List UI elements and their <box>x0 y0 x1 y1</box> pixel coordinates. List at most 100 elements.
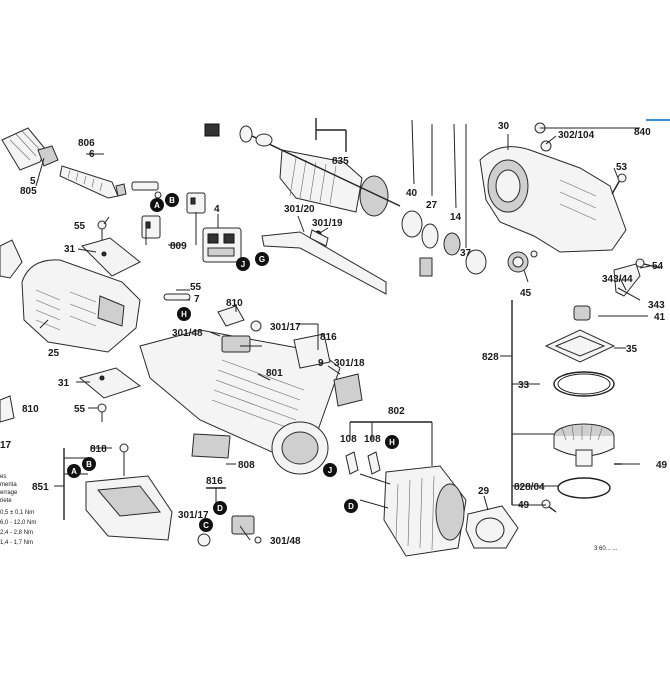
torque-notes: es menta errage riete 0,5 ± 0,1 Nm 6,0 -… <box>0 474 36 546</box>
svg-text:1,4 - 1,7 Nm: 1,4 - 1,7 Nm <box>0 540 33 546</box>
label-802: 802 <box>388 406 405 417</box>
badge-a-lower: A <box>67 464 81 478</box>
label-49-lower: 49 <box>518 500 530 511</box>
part-screw-53 <box>611 173 627 195</box>
part-handle-base-851 <box>85 443 173 541</box>
label-806: 806 <box>78 138 95 149</box>
label-7: 7 <box>194 294 200 305</box>
label-33: 33 <box>518 380 530 391</box>
part-label-plate-808 <box>191 433 231 459</box>
part-side-module-810-left <box>0 395 15 423</box>
label-809: 809 <box>170 241 187 252</box>
leader-lines <box>35 118 651 541</box>
badge-g: G <box>255 252 269 266</box>
label-301-17-lower: 301/17 <box>178 510 209 521</box>
label-302-104: 302/104 <box>558 130 595 141</box>
label-301-17-upper: 301/17 <box>270 322 301 333</box>
label-37: 37 <box>460 248 472 259</box>
label-301-19: 301/19 <box>312 218 343 229</box>
label-108-b: 108 <box>364 434 381 445</box>
label-45: 45 <box>520 288 532 299</box>
svg-text:0,5 ± 0,1 Nm: 0,5 ± 0,1 Nm <box>0 510 34 516</box>
part-motor-housing-25 <box>21 259 141 353</box>
part-air-guide-29 <box>465 505 519 549</box>
svg-text:C: C <box>203 521 209 530</box>
label-55-lower: 55 <box>74 404 86 415</box>
part-cover-plate-31-lower <box>78 367 142 399</box>
part-pinion-45 <box>507 250 538 273</box>
label-27: 27 <box>426 200 438 211</box>
label-6: 6 <box>89 149 95 160</box>
svg-text:B: B <box>169 196 175 205</box>
part-brush-holder-816-upper <box>217 305 262 353</box>
label-816-lower: 816 <box>206 476 223 487</box>
label-828-04: 828/04 <box>514 482 545 493</box>
label-851: 851 <box>32 482 49 493</box>
label-49-right: 49 <box>656 460 668 471</box>
label-301-20: 301/20 <box>284 204 315 215</box>
part-seal-9 <box>293 333 331 369</box>
svg-text:H: H <box>389 438 395 447</box>
label-840: 840 <box>634 127 651 138</box>
svg-text:errage: errage <box>0 490 18 496</box>
part-terminals-108 <box>345 451 381 475</box>
svg-text:menta: menta <box>0 482 17 488</box>
part-brush-bar-301-20 <box>261 229 387 295</box>
svg-text:riete: riete <box>0 498 12 504</box>
svg-text:D: D <box>348 502 354 511</box>
part-armature-835 <box>204 123 401 217</box>
part-screw-55-lower <box>97 403 107 422</box>
svg-text:G: G <box>259 255 265 264</box>
svg-text:B: B <box>86 460 92 469</box>
part-oring-33 <box>553 371 615 397</box>
label-301-48-lower: 301/48 <box>270 536 301 547</box>
label-828: 828 <box>482 352 499 363</box>
part-cable-clamp <box>131 181 162 199</box>
label-17: 17 <box>0 440 12 451</box>
badge-a-upper: A <box>150 198 164 212</box>
part-oring-828-04 <box>557 477 611 499</box>
label-30: 30 <box>498 121 510 132</box>
badge-c: C <box>199 518 213 532</box>
part-flange-35 <box>544 329 616 363</box>
svg-text:A: A <box>71 467 77 476</box>
part-screw-49 <box>541 499 557 513</box>
label-31-lower: 31 <box>58 378 70 389</box>
label-25: 25 <box>48 348 60 359</box>
label-40: 40 <box>406 188 418 199</box>
part-gear-housing-840 <box>479 122 627 253</box>
label-5: 5 <box>30 176 36 187</box>
part-cover-plate-31-upper <box>81 237 141 277</box>
label-816-upper: 816 <box>320 332 337 343</box>
footer-code: 3 60... ... <box>594 546 618 552</box>
part-clip-7 <box>163 293 191 301</box>
label-4: 4 <box>214 204 220 215</box>
part-switch-module-4 <box>202 227 242 263</box>
part-screw-54 <box>635 258 661 269</box>
label-810-left: 810 <box>22 404 39 415</box>
badge-b-upper: B <box>165 193 179 207</box>
badge-h-upper: H <box>177 307 191 321</box>
badge-d-lower-right: D <box>344 499 358 513</box>
svg-text:6,0 - 12,0 Nm: 6,0 - 12,0 Nm <box>0 520 36 526</box>
label-810-mid: 810 <box>226 298 243 309</box>
svg-text:es: es <box>0 474 6 480</box>
label-343-44: 343/44 <box>602 274 633 285</box>
label-35: 35 <box>626 344 638 355</box>
part-rings-40-27-14-37 <box>401 210 487 277</box>
label-14: 14 <box>450 212 462 223</box>
label-818: 818 <box>90 444 107 455</box>
badge-j-lower: J <box>323 463 337 477</box>
label-343: 343 <box>648 300 665 311</box>
label-301-18: 301/18 <box>334 358 365 369</box>
label-41: 41 <box>654 312 666 323</box>
label-801: 801 <box>266 368 283 379</box>
svg-text:A: A <box>154 201 160 210</box>
label-808: 808 <box>238 460 255 471</box>
svg-text:D: D <box>217 504 223 513</box>
label-835: 835 <box>332 156 349 167</box>
svg-text:H: H <box>181 310 187 319</box>
label-54: 54 <box>652 261 664 272</box>
part-module-301-18 <box>333 373 363 407</box>
